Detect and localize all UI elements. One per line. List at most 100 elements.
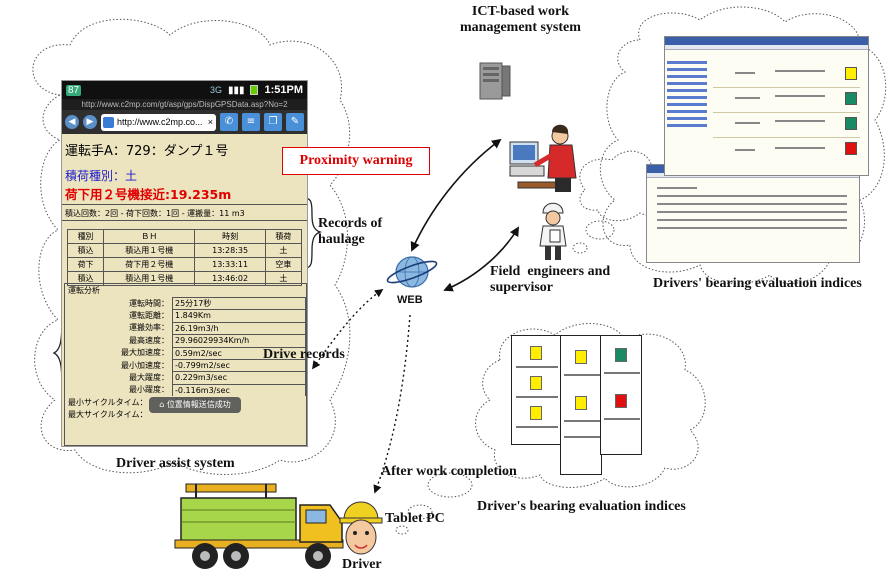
- caption-drivers-indices-bottom: Driver's bearing evaluation indices: [477, 499, 686, 514]
- haulage-cell: 積込用１号機: [103, 243, 196, 258]
- analysis-row: 運転距離：1.849Km: [65, 309, 306, 322]
- text-line: [775, 95, 825, 97]
- driver-header: 運転手A：729：ダンプ１号: [65, 144, 229, 159]
- caption-records-haulage: Records of haulage: [318, 216, 383, 248]
- analysis-label: 最小サイクルタイム：: [68, 397, 148, 407]
- green-indicator-icon: [615, 348, 627, 362]
- text-line: [604, 372, 640, 374]
- text-line: [516, 426, 558, 428]
- network-icon: 3G: [209, 85, 222, 95]
- analysis-label: 運搬効率：: [129, 323, 169, 333]
- text-line: [775, 147, 825, 149]
- analysis-value: 25分17秒: [172, 297, 306, 310]
- text-line: [516, 366, 558, 368]
- caption-ict-system: ICT-based work management system: [460, 4, 581, 36]
- caption-field-engineers: Field engineers and supervisor: [490, 264, 611, 296]
- location-sent-toast: ⌂ 位置情報送信成功: [149, 397, 241, 413]
- arrow-field-web: [443, 226, 519, 292]
- arrow-ict-web: [410, 138, 502, 252]
- analysis-row: 運転時間：25分17秒: [65, 297, 306, 310]
- analysis-row: 最大加速度：0.59m2/sec: [65, 346, 306, 359]
- analysis-value: 0.59m2/sec: [172, 346, 306, 359]
- haulage-cell: 空車: [264, 257, 303, 272]
- battery-icon: [250, 85, 259, 95]
- url-input[interactable]: http://www.c2mp.co...×: [101, 113, 216, 131]
- analysis-row: 最小躍度：-0.116m3/sec: [65, 383, 306, 397]
- haulage-cell: 土: [264, 271, 303, 286]
- bookmark-icon[interactable]: ≡: [242, 113, 260, 131]
- text-line: [657, 203, 847, 205]
- yellow-indicator-icon: [845, 67, 857, 80]
- dump-truck-icon: [174, 483, 344, 569]
- text-line: [564, 436, 600, 438]
- haulage-cell: 13:28:35: [194, 243, 266, 258]
- yellow-indicator-icon: [530, 376, 542, 390]
- desktop-screenshot-back: [646, 164, 860, 263]
- caption-drive-records: Drive records: [263, 347, 345, 362]
- text-line: [657, 187, 697, 189]
- analysis-label: 運転時間：: [129, 298, 169, 308]
- yellow-indicator-icon: [530, 346, 542, 360]
- tablet-panel-3: [600, 335, 642, 455]
- analysis-row: 最大躍度：0.229m3/sec: [65, 371, 306, 384]
- page-url-title: http://www.c2mp.com/gt/asp/gps/DispGPSDa…: [62, 99, 307, 110]
- yellow-indicator-icon: [575, 350, 587, 364]
- analysis-title: 運転分析: [68, 286, 100, 295]
- cargo-type: 積荷種別：土: [65, 169, 138, 183]
- text-line: [516, 396, 558, 398]
- analysis-value: 29.96029934Km/h: [172, 334, 306, 347]
- cloud-tablet: [475, 323, 706, 488]
- proximity-alert: 荷下用２号機接近:19.235m: [65, 187, 232, 202]
- analysis-value: 0.229m3/sec: [172, 371, 306, 384]
- clear-url-icon[interactable]: ×: [207, 116, 213, 127]
- text-line: [657, 195, 847, 197]
- back-icon[interactable]: ◀: [65, 115, 79, 129]
- analysis-label: 運転距離：: [129, 311, 169, 321]
- analysis-label: 最高速度：: [129, 335, 169, 345]
- caption-driver-assist: Driver assist system: [116, 456, 235, 471]
- haulage-cell: 土: [264, 243, 303, 258]
- haulage-cell: 積込: [66, 243, 105, 258]
- text-line: [775, 70, 825, 72]
- haulage-header-cell: 種別: [66, 229, 105, 244]
- text-line: [564, 420, 600, 422]
- haulage-cell: 13:33:11: [194, 257, 266, 272]
- caption-after-work: After work completion: [381, 464, 517, 479]
- phone-call-icon[interactable]: ✆: [220, 113, 238, 131]
- office-worker-icon: [509, 124, 577, 192]
- cloud-drivers-indices-top: [599, 6, 887, 285]
- haulage-cell: 荷下用２号機: [103, 257, 196, 272]
- analysis-value: 26.19m3/h: [172, 321, 306, 335]
- driver-icon: [339, 501, 383, 555]
- forward-icon[interactable]: ▶: [83, 115, 97, 129]
- row-divider: [713, 112, 860, 113]
- analysis-value: -0.116m3/sec: [172, 383, 306, 397]
- menu-icon[interactable]: ✎: [286, 113, 304, 131]
- brace-haulage: [304, 197, 323, 269]
- proximity-warning-label: Proximity warning: [282, 147, 430, 175]
- text-line: [604, 418, 640, 420]
- row-divider: [713, 137, 860, 138]
- analysis-label: 最大サイクルタイム：: [68, 410, 148, 420]
- analysis-value: -0.799m2/sec: [172, 358, 306, 372]
- sidebar-links: [667, 57, 707, 131]
- analysis-row: 運搬効率：26.19m3/h: [65, 321, 306, 335]
- window-menu-bar: [665, 45, 868, 50]
- haulage-cell: 荷下: [66, 257, 105, 272]
- analysis-label: 最大加速度：: [121, 348, 169, 358]
- toast-text: 位置情報送信成功: [166, 400, 231, 409]
- tabs-icon[interactable]: ❐: [264, 113, 282, 131]
- caption-web: WEB: [397, 294, 423, 306]
- window-title-bar: [665, 37, 868, 45]
- haul-summary: 積込回数：2回 - 荷下回数：1回 - 運搬量：11 m3: [62, 204, 307, 221]
- status-time: 1:51PM: [264, 84, 303, 96]
- text-line: [735, 122, 760, 124]
- text-line: [657, 219, 847, 221]
- server-icon: [479, 62, 511, 100]
